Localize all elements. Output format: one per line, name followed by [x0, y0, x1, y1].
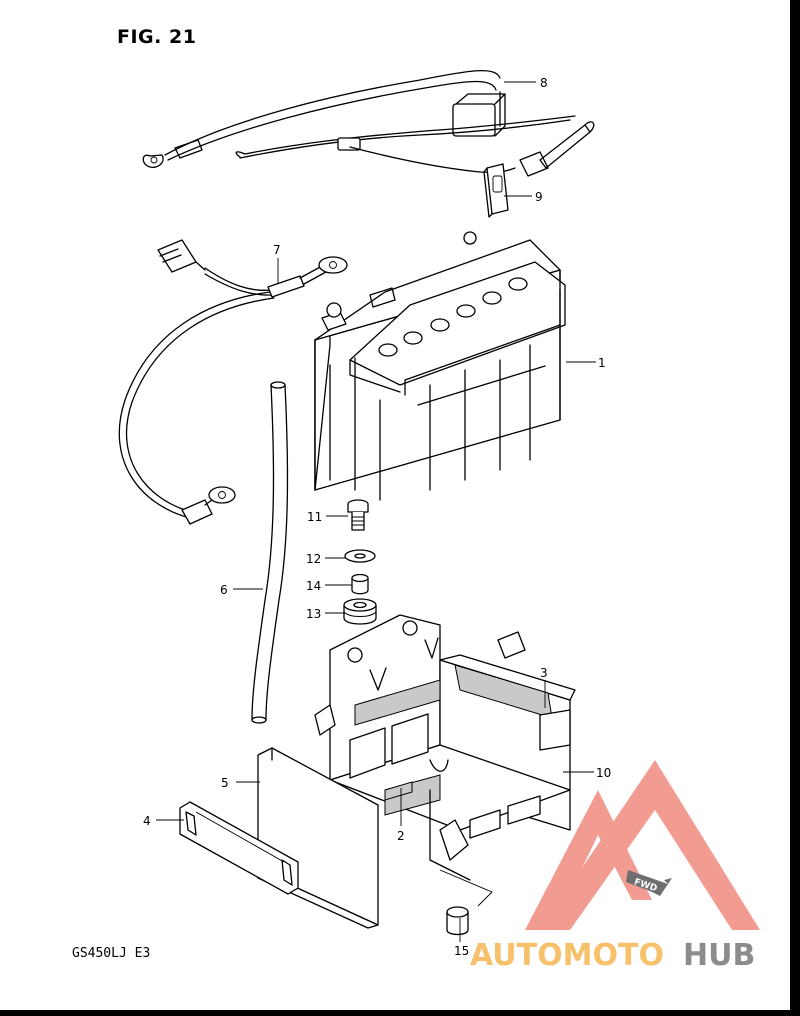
- callout-4: 4: [143, 814, 151, 828]
- callout-6: 6: [220, 583, 228, 597]
- part-10-battery-holder: [314, 614, 576, 881]
- callout-1: 1: [598, 356, 606, 370]
- callout-7: 7: [273, 243, 281, 257]
- battery-cell-caps: [378, 277, 528, 357]
- callout-5: 5: [221, 776, 229, 790]
- callout-9: 9: [535, 190, 543, 204]
- callout-15: 15: [454, 944, 469, 958]
- part-13-grommet: [343, 598, 377, 625]
- part-11-bolt: [347, 499, 369, 531]
- callout-8: 8: [540, 76, 548, 90]
- callout-12: 12: [306, 552, 321, 566]
- part-2-pad: [384, 781, 413, 801]
- callout-labels: 1 2 3 4 5 6 7 8 9 10 11 12 14 13 15: [143, 76, 611, 958]
- part-14-collar: [351, 573, 369, 595]
- callout-leaders: [156, 81, 596, 942]
- part-7-lead-wire: [118, 239, 348, 525]
- brand-name-part1: AUTOMOTO: [470, 938, 664, 973]
- automotohub-watermark: FWD AUTOMOTO HUB: [470, 760, 760, 973]
- callout-11: 11: [307, 510, 322, 524]
- callout-10: 10: [596, 766, 611, 780]
- callout-13: 13: [306, 607, 321, 621]
- brand-name-part2: HUB: [683, 938, 755, 973]
- callout-3: 3: [540, 666, 548, 680]
- part-6-breather-hose: [251, 381, 289, 724]
- callout-14: 14: [306, 579, 321, 593]
- part-1-battery: [314, 231, 566, 501]
- model-code: GS450LJ E3: [72, 946, 151, 961]
- watermark-triangle-logo: FWD: [525, 760, 760, 930]
- part-9-fuse-bracket: [483, 163, 509, 218]
- scan-border-bottom: [0, 1010, 800, 1016]
- part-12-washer: [344, 549, 376, 563]
- part-15-cushion: [439, 869, 493, 936]
- figure-title: FIG. 21: [117, 26, 197, 48]
- part-8-battery-harness: [142, 69, 595, 177]
- scan-border-right: [790, 0, 800, 1016]
- part-4-strap: [179, 801, 299, 895]
- callout-2: 2: [397, 829, 405, 843]
